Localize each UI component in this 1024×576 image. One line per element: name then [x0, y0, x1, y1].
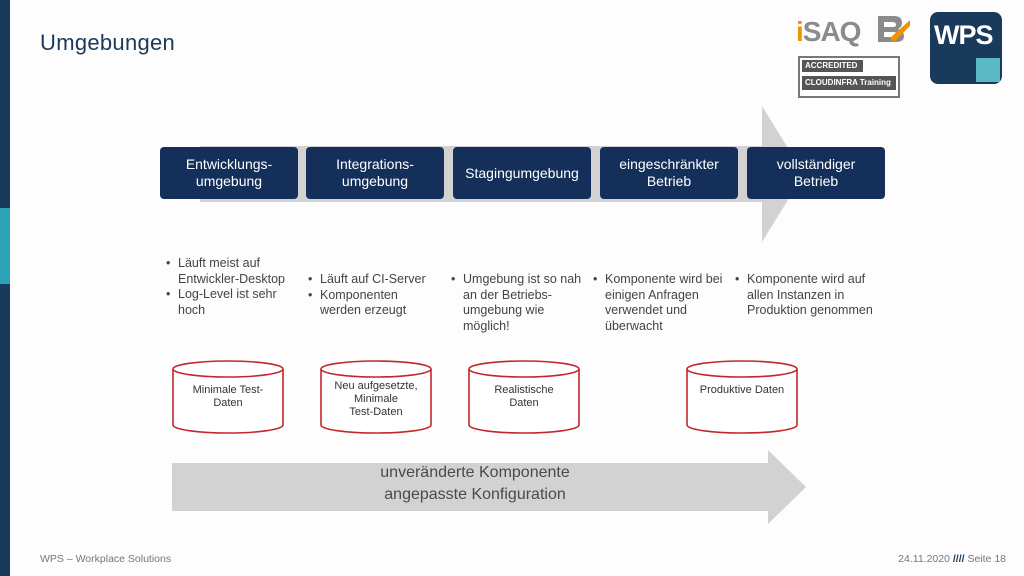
database-label: Realistische Daten: [494, 384, 554, 409]
database-label: Neu aufgesetzte, Minimale Test-Daten: [334, 380, 418, 418]
wps-logo-text: WPS: [934, 20, 994, 50]
isaqb-b-icon: [878, 16, 910, 42]
isaqb-badge: ACCREDITED CLOUDINFRA Training: [798, 56, 900, 98]
database-cylinder-4: Produktive Daten: [686, 360, 798, 434]
bottom-arrow-text: unveränderte Komponente angepasste Konfi…: [380, 464, 570, 503]
stage-vollstaendiger-betrieb: vollständiger Betrieb: [747, 147, 885, 199]
bullets-vollstaendig: Komponente wird auf allen Instanzen in P…: [733, 272, 873, 319]
footer-company: WPS – Workplace Solutions: [40, 553, 172, 565]
bullet-item: Läuft auf CI-Server: [306, 272, 440, 288]
bullets-entwicklung: Läuft meist auf Entwickler-Desktop Log-L…: [164, 256, 300, 318]
stage-eingeschraenkter-betrieb: eingeschränkter Betrieb: [600, 147, 738, 199]
database-icon: [172, 360, 284, 434]
bottom-arrow: [172, 450, 806, 524]
bullets-eingeschraenkt: Komponente wird bei einigen Anfragen ver…: [591, 272, 731, 334]
database-cylinder-3: Realistische Daten: [468, 360, 580, 434]
bullets-staging: Umgebung ist so nah an der Betriebs-umge…: [449, 272, 589, 334]
bullet-item: Komponenten werden erzeugt: [306, 288, 440, 319]
stage-entwicklungsumgebung: Entwicklungs- umgebung: [160, 147, 298, 199]
isaqb-logo-i: i: [796, 16, 804, 47]
isaqb-training-label: CLOUDINFRA Training: [802, 76, 896, 90]
database-label: Produktive Daten: [699, 384, 785, 396]
footer-date: 24.11.2020: [898, 553, 950, 565]
wps-logo: WPS: [930, 12, 1002, 84]
database-icon: [686, 360, 798, 434]
footer-page-number: Seite 18: [967, 553, 1006, 565]
stage-stagingumgebung: Stagingumgebung: [453, 147, 591, 199]
database-icon: [468, 360, 580, 434]
isaqb-logo: iSAQ ACCREDITED CLOUDINFRA Training: [796, 12, 916, 98]
isaqb-accredited-label: ACCREDITED: [802, 60, 863, 72]
database-label: Minimale Test- Daten: [192, 384, 264, 409]
footer-right: 24.11.2020 //// Seite 18: [898, 553, 1006, 565]
left-accent-bar: [0, 208, 10, 284]
bullet-item: Log-Level ist sehr hoch: [164, 287, 300, 318]
footer-separator: ////: [952, 553, 965, 565]
bullet-item: Läuft meist auf Entwickler-Desktop: [164, 256, 300, 287]
database-cylinder-1: Minimale Test- Daten: [172, 360, 284, 434]
bullet-item: Umgebung ist so nah an der Betriebs-umge…: [449, 272, 589, 334]
bullets-integration: Läuft auf CI-Server Komponenten werden e…: [306, 272, 440, 319]
bullet-item: Komponente wird auf allen Instanzen in P…: [733, 272, 873, 319]
database-cylinder-2: Neu aufgesetzte, Minimale Test-Daten: [320, 360, 432, 434]
database-icon: [320, 360, 432, 434]
isaqb-logo-saq: SAQ: [802, 16, 862, 47]
stage-integrationsumgebung: Integrations- umgebung: [306, 147, 444, 199]
left-sidebar-bar: [0, 0, 10, 576]
bullet-item: Komponente wird bei einigen Anfragen ver…: [591, 272, 731, 334]
wps-logo-square: [976, 58, 1000, 82]
slide-title: Umgebungen: [40, 30, 176, 55]
